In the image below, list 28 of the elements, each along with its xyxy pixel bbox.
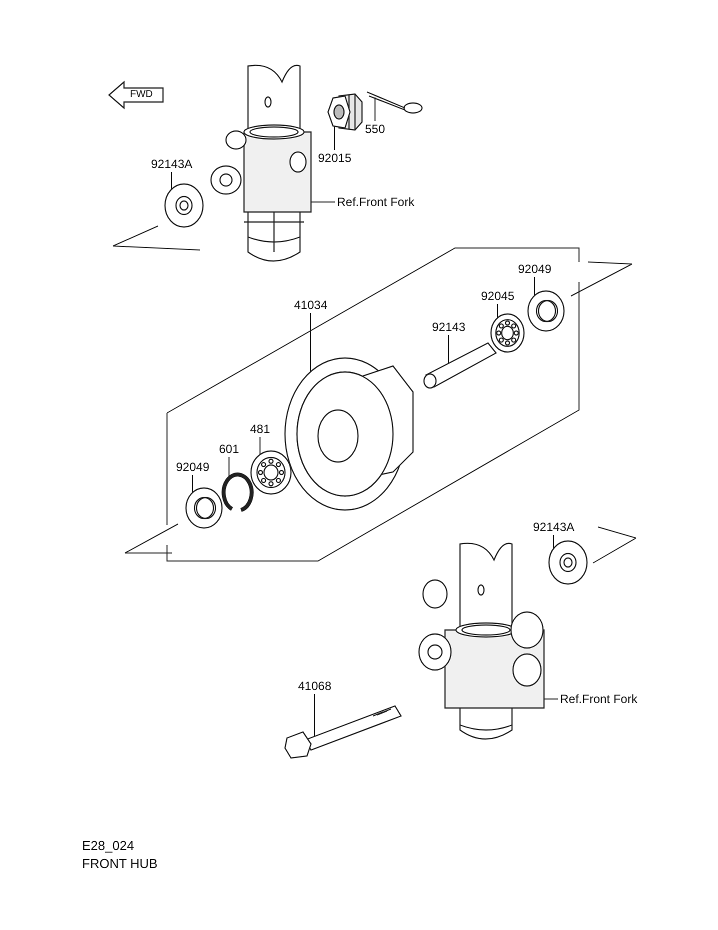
callout-number: 92143A (151, 157, 192, 171)
leader-line (228, 456, 230, 478)
diagram-title: FRONT HUB (82, 856, 158, 872)
direction-label: FWD (130, 89, 153, 101)
leader-line (544, 698, 558, 700)
callout-number: Ref.Front Fork (337, 195, 414, 209)
drawing-code: E28_024 (82, 838, 134, 854)
callout-number: Ref.Front Fork (560, 692, 638, 706)
leader-line (448, 334, 449, 365)
callout-number: 92049 (518, 262, 552, 276)
callout-number: 92045 (481, 289, 514, 303)
leader-line (497, 304, 498, 320)
leader-line (171, 172, 172, 191)
callout-number: 481 (250, 422, 270, 436)
callout-number: 601 (219, 442, 240, 456)
leader-line (334, 126, 335, 150)
callout-number: 41068 (298, 679, 332, 693)
callout-number: 550 (365, 122, 386, 136)
leader-line (314, 694, 315, 738)
leader-line (374, 96, 376, 122)
callout-number: 92015 (318, 151, 352, 165)
callout-number: 92049 (176, 460, 210, 474)
callout-number: 41034 (294, 298, 328, 312)
leader-line (534, 276, 535, 298)
leader-line (310, 312, 311, 374)
callout-number: 92143 (432, 320, 466, 334)
leader-line (192, 474, 193, 494)
callout-number: 92143A (533, 520, 574, 534)
